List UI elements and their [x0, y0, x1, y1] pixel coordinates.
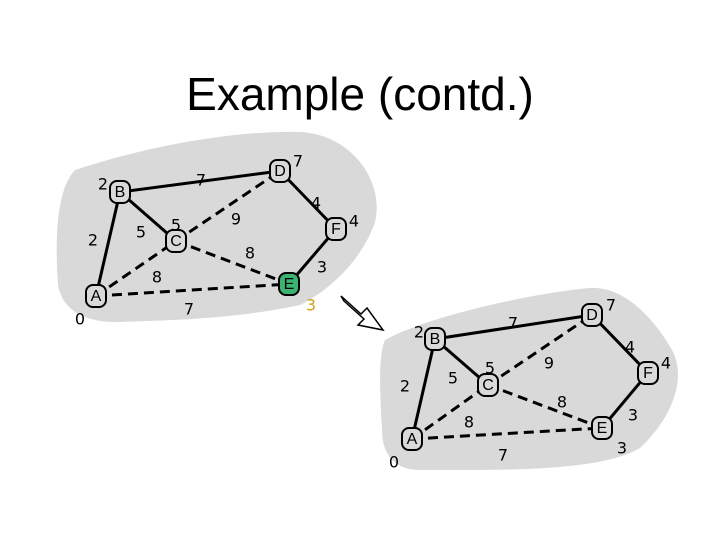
edge-c-d: [487, 313, 593, 387]
edge-weight-f-e: 3: [317, 258, 327, 277]
node-distance-c: 5: [171, 216, 181, 235]
node-label: F: [643, 365, 653, 382]
node-shape: [278, 272, 300, 296]
node-distance-e: 3: [617, 439, 627, 458]
node-distance-b: 2: [98, 175, 108, 194]
node-label: F: [331, 221, 341, 238]
edge-weight-d-f: 4: [625, 338, 635, 357]
node-label: D: [274, 163, 286, 180]
edge-weight-a-c: 8: [152, 268, 162, 287]
node-shape: [477, 373, 499, 397]
node-distance-e: 3: [306, 296, 316, 315]
transition-arrow-icon: [340, 295, 385, 332]
edge-d-f: [278, 169, 338, 231]
edge-weight-a-c: 8: [464, 413, 474, 432]
edge-a-c: [95, 239, 177, 298]
edge-c-e: [175, 239, 290, 286]
node-b: B: [109, 180, 131, 204]
node-shape: [269, 159, 291, 183]
edge-a-b: [94, 191, 122, 297]
slide-title: Example (contd.): [186, 68, 534, 120]
node-e: E: [591, 416, 613, 440]
node-a: A: [85, 284, 107, 308]
node-label: B: [430, 331, 441, 348]
edge-c-d: [175, 169, 281, 243]
edge-weight-a-e: 7: [184, 300, 194, 319]
node-f: F: [325, 217, 347, 241]
node-d: D: [581, 303, 603, 327]
edge-weight-c-d: 9: [544, 354, 554, 373]
node-distance-c: 5: [485, 359, 495, 378]
node-distance-f: 4: [349, 212, 359, 231]
node-f: F: [637, 361, 659, 385]
edge-weight-b-d: 7: [196, 171, 206, 190]
node-shape: [165, 229, 187, 253]
edge-b-d: [434, 313, 593, 341]
edge-weight-d-f: 4: [311, 194, 321, 213]
node-shape: [581, 303, 603, 327]
edge-c-e: [487, 383, 603, 430]
node-b: B: [424, 327, 446, 351]
edge-a-b: [410, 338, 437, 440]
node-label: E: [597, 420, 608, 437]
edge-d-f: [590, 313, 650, 375]
node-shape: [424, 327, 446, 351]
node-label: C: [482, 377, 494, 394]
edge-weight-c-d: 9: [231, 210, 241, 229]
edge-weight-a-b: 2: [400, 377, 410, 396]
node-a: A: [401, 427, 423, 451]
node-shape: [401, 427, 423, 451]
node-distance-d: 7: [606, 296, 616, 315]
node-distance-a: 0: [75, 310, 85, 329]
node-distance-d: 7: [293, 152, 303, 171]
edge-weight-c-e: 8: [245, 244, 255, 263]
edge-weight-b-c: 5: [136, 223, 146, 242]
node-d: D: [269, 159, 291, 183]
node-label: D: [586, 307, 598, 324]
node-c: C: [477, 373, 499, 397]
edge-weight-c-e: 8: [557, 393, 567, 412]
node-distance-a: 0: [389, 453, 399, 472]
edge-weight-a-e: 7: [498, 446, 508, 465]
node-shape: [109, 180, 131, 204]
graph-after-weights: 2 7 5 4 3 9 8 8 7: [400, 314, 638, 465]
node-c: C: [165, 229, 187, 253]
node-label: A: [91, 288, 102, 305]
node-shape: [325, 217, 347, 241]
edge-b-d: [119, 169, 281, 194]
node-label: A: [407, 431, 418, 448]
edge-a-e: [95, 282, 290, 298]
edge-weight-f-e: 3: [628, 406, 638, 425]
edge-weight-b-c: 5: [448, 369, 458, 388]
node-shape: [637, 361, 659, 385]
node-shape: [85, 284, 107, 308]
edge-weight-a-b: 2: [88, 231, 98, 250]
node-label: E: [284, 276, 295, 293]
node-distance-b: 2: [414, 323, 424, 342]
node-e: E: [278, 272, 300, 296]
edge-weight-b-d: 7: [508, 314, 518, 333]
node-label: C: [170, 233, 182, 250]
node-distance-f: 4: [661, 354, 671, 373]
node-label: B: [115, 184, 126, 201]
node-shape: [591, 416, 613, 440]
